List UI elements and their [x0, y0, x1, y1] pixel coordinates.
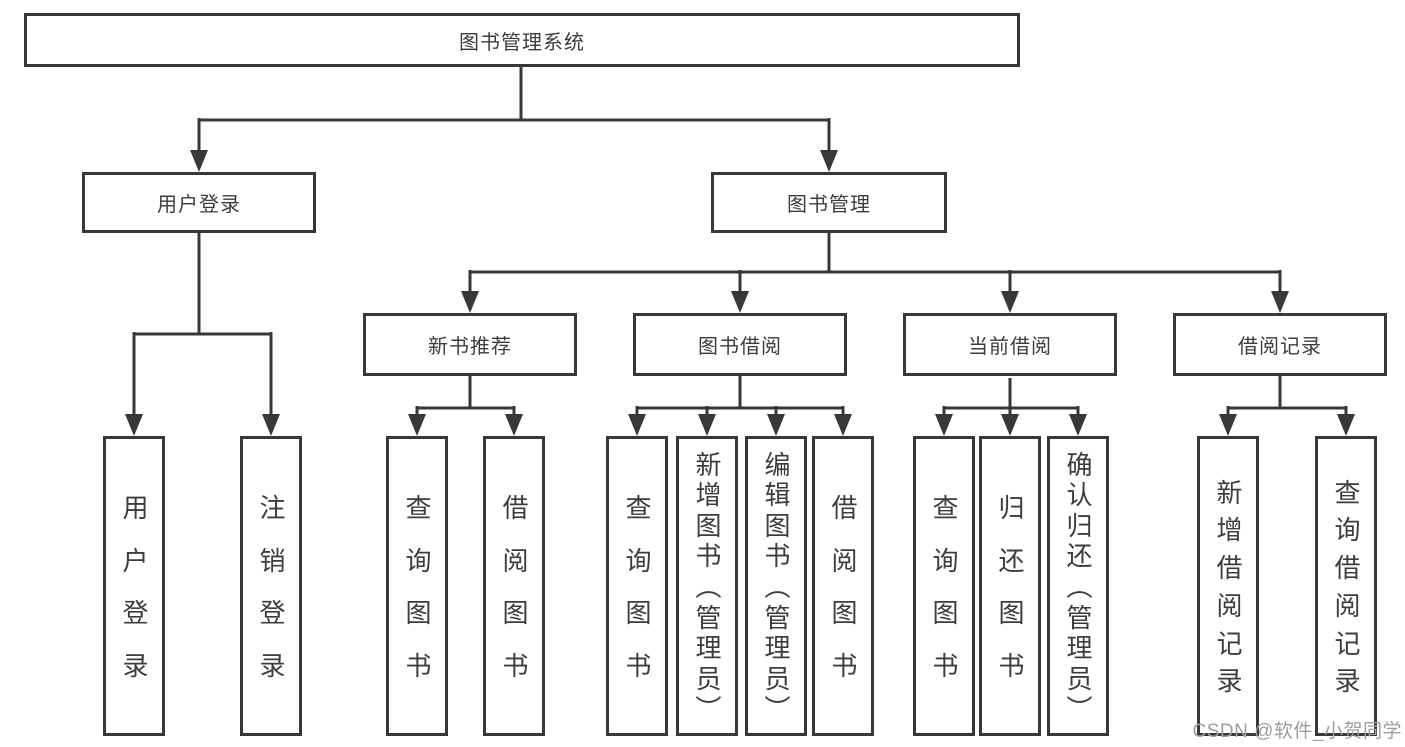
leaf-query-books-3: 查询图书 [913, 436, 975, 736]
node-book-management: 图书管理 [711, 172, 947, 233]
watermark-text: CSDN @软件_小贺同学 [1192, 721, 1402, 742]
leaf-logout-label: 注销登录 [256, 493, 286, 679]
leaf-edit-book-admin-label: 编辑图书（管理员） [761, 450, 791, 722]
node-new-book-recommend-label: 新书推荐 [428, 336, 512, 358]
node-new-book-recommend: 新书推荐 [363, 313, 577, 376]
leaf-borrow-books-2-label: 借阅图书 [828, 493, 858, 679]
node-book-management-label: 图书管理 [787, 194, 871, 216]
node-user-login-label: 用户登录 [157, 194, 241, 216]
node-root: 图书管理系统 [24, 13, 1020, 67]
leaf-query-books-2: 查询图书 [606, 436, 668, 736]
leaf-user-login-label: 用户登录 [119, 493, 149, 679]
leaf-query-books-1: 查询图书 [386, 436, 448, 736]
leaf-return-books: 归还图书 [979, 436, 1041, 736]
node-book-borrow-label: 图书借阅 [698, 336, 782, 358]
node-borrow-records-label: 借阅记录 [1238, 336, 1322, 358]
leaf-query-borrow-record: 查询借阅记录 [1315, 436, 1377, 736]
leaf-confirm-return-admin: 确认归还（管理员） [1047, 436, 1109, 736]
node-user-login: 用户登录 [82, 172, 316, 233]
arrowheads [125, 150, 1355, 436]
leaf-user-login: 用户登录 [103, 436, 165, 736]
node-book-borrow: 图书借阅 [633, 313, 847, 376]
leaf-borrow-books-1: 借阅图书 [483, 436, 545, 736]
node-borrow-records: 借阅记录 [1173, 313, 1387, 376]
leaf-query-books-2-label: 查询图书 [622, 493, 652, 679]
node-current-borrow: 当前借阅 [903, 313, 1117, 376]
node-current-borrow-label: 当前借阅 [968, 336, 1052, 358]
leaf-query-books-3-label: 查询图书 [929, 493, 959, 679]
leaf-add-book-admin-label: 新增图书（管理员） [692, 450, 722, 722]
leaf-logout: 注销登录 [240, 436, 302, 736]
leaf-add-borrow-record: 新增借阅记录 [1197, 436, 1259, 736]
node-root-label: 图书管理系统 [459, 31, 585, 54]
leaf-add-book-admin: 新增图书（管理员） [676, 436, 738, 736]
leaf-return-books-label: 归还图书 [995, 493, 1025, 679]
leaf-edit-book-admin: 编辑图书（管理员） [745, 436, 807, 736]
leaf-confirm-return-admin-label: 确认归还（管理员） [1063, 450, 1093, 722]
leaf-borrow-books-2: 借阅图书 [812, 436, 874, 736]
leaf-borrow-books-1-label: 借阅图书 [499, 493, 529, 679]
leaf-query-borrow-record-label: 查询借阅记录 [1331, 478, 1361, 694]
leaf-query-books-1-label: 查询图书 [402, 493, 432, 679]
leaf-add-borrow-record-label: 新增借阅记录 [1213, 478, 1243, 694]
